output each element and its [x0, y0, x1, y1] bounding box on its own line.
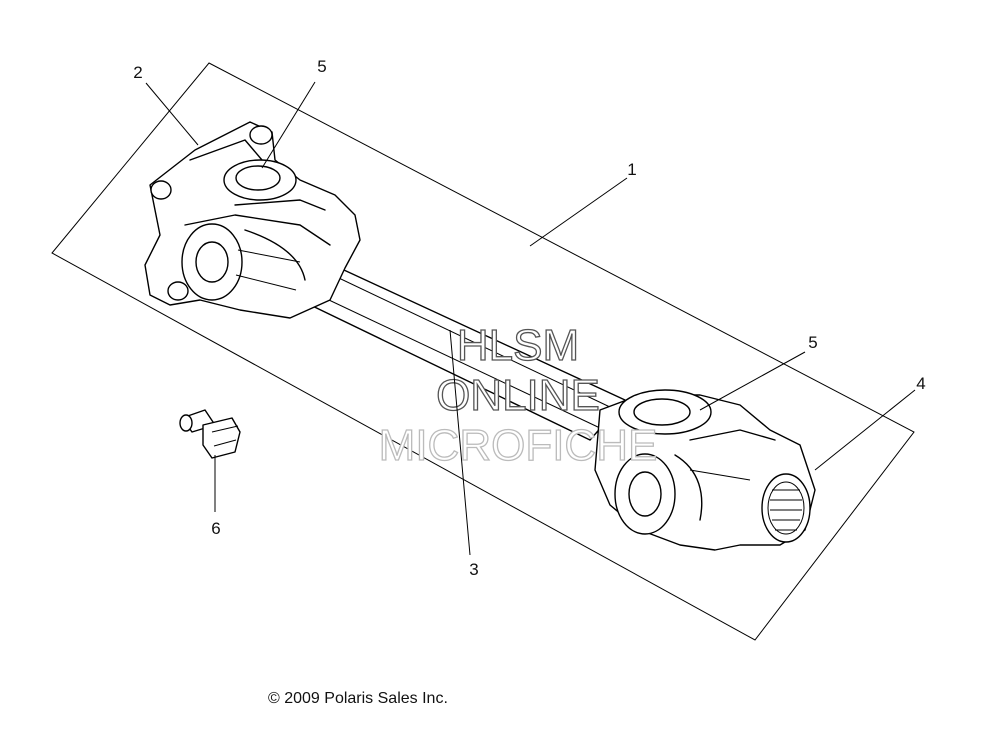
- leader-2: [145, 82, 199, 146]
- callout-5-lower: 5: [808, 333, 817, 352]
- callout-4: 4: [916, 374, 925, 393]
- callout-1: 1: [627, 160, 636, 179]
- watermark-line3: MICROFICHE: [379, 421, 658, 470]
- drive-shaft-tube: [299, 257, 626, 441]
- callout-2: 2: [133, 63, 142, 82]
- leader-1: [529, 177, 628, 247]
- callout-5-upper: 5: [317, 57, 326, 76]
- leader-5b: [699, 351, 806, 411]
- callout-3: 3: [469, 560, 478, 579]
- callouts: 1 2 3 4 5 5 6: [133, 57, 925, 579]
- callout-6: 6: [211, 519, 220, 538]
- watermark: HLSM ONLINE MICROFICHE: [378, 320, 658, 470]
- leader-4: [814, 389, 916, 471]
- leader-3: [449, 329, 471, 556]
- bolt: [179, 409, 241, 459]
- copyright-notice: © 2009 Polaris Sales Inc.: [268, 690, 448, 707]
- watermark-line2: ONLINE: [436, 371, 600, 420]
- rear-yoke: [594, 389, 816, 551]
- leader-lines: [145, 81, 916, 556]
- front-yoke-flange: [144, 121, 361, 319]
- leader-5a: [261, 81, 316, 169]
- watermark-line1: HLSM: [457, 321, 579, 370]
- assembly-outline-box: [51, 62, 915, 641]
